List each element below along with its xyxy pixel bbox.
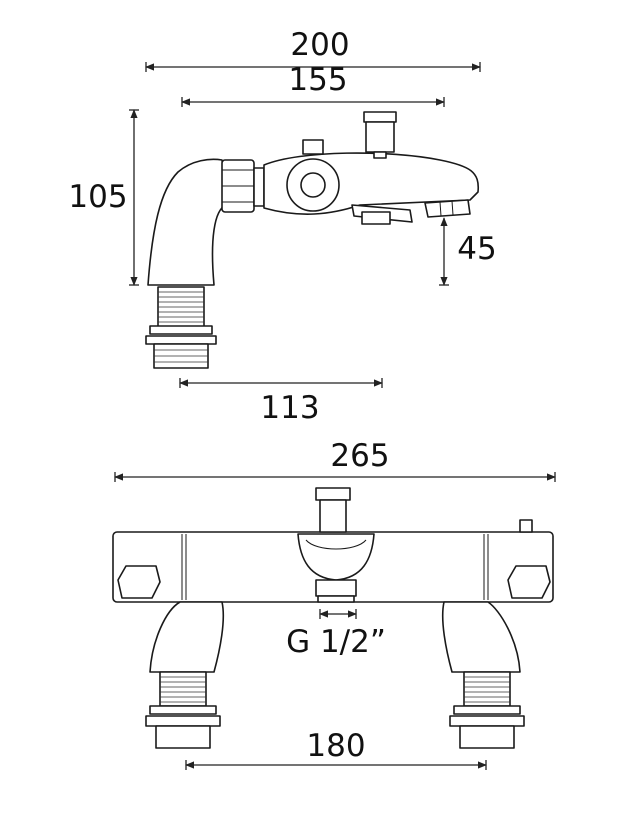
dimension-label-200: 200 [290, 27, 349, 63]
dimension-label-180: 180 [306, 728, 365, 764]
dimension-label-113: 113 [260, 390, 319, 426]
dimension-height: 105 [68, 109, 139, 286]
dimension-label-105: 105 [68, 179, 127, 215]
dimension-leg-offset: 113 [179, 378, 383, 426]
dimension-spout-height: 45 [439, 217, 497, 286]
dimension-body-width: 155 [181, 62, 445, 107]
front-view: 265 G 1/2” 180 [112, 438, 556, 770]
dimension-label-265: 265 [330, 438, 389, 474]
front-profile-tap [112, 487, 554, 749]
dimension-overall-width-side: 200 [145, 27, 481, 72]
side-view: 200 155 105 45 113 [68, 27, 496, 426]
dimension-outlet-thread: G 1/2” [286, 609, 386, 660]
dimension-label-155: 155 [288, 62, 347, 98]
dimension-label-outlet-thread: G 1/2” [286, 624, 386, 660]
dimension-label-45: 45 [457, 231, 496, 267]
dimension-overall-width-front: 265 [114, 438, 556, 482]
dimension-centres: 180 [185, 728, 487, 770]
side-profile-tap [145, 111, 479, 369]
